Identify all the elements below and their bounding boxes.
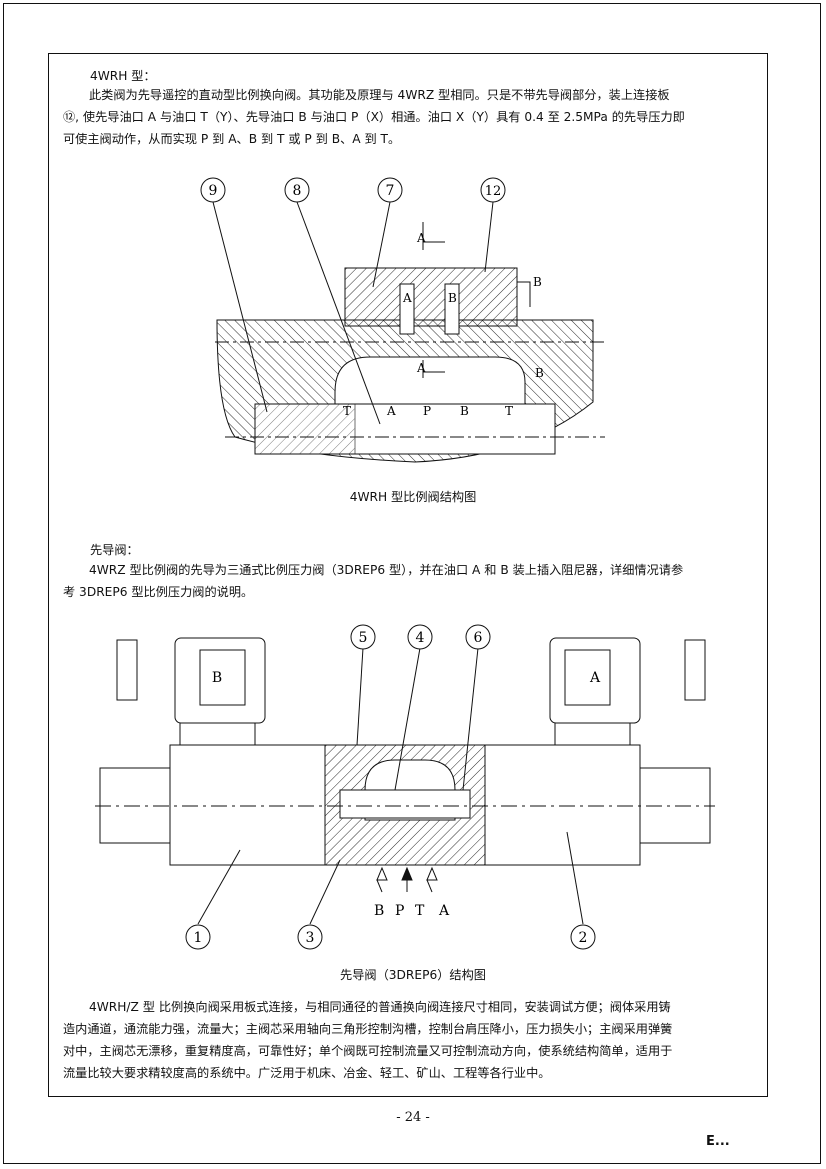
callout-5: 5 — [350, 624, 376, 650]
svg-text:3: 3 — [306, 930, 315, 946]
section-heading-pilot: 先导阀： — [90, 543, 139, 557]
callout-7: 7 — [377, 177, 403, 203]
callout-12: 12 — [480, 177, 506, 203]
svg-text:12: 12 — [485, 184, 502, 199]
port-label: T — [415, 903, 425, 919]
page-number: - 24 - — [396, 1110, 430, 1125]
paragraph-line: 此类阀为先导遥控的直动型比例换向阀。其功能及原理与 4WRZ 型相同。只是不带先… — [89, 88, 670, 102]
port-letter: A — [402, 291, 412, 305]
callout-9: 9 — [200, 177, 226, 203]
svg-text:6: 6 — [474, 630, 483, 646]
paragraph-pilot: 4WRZ 型比例阀的先导为三通式比例压力阀（3DREP6 型），并在油口 A 和… — [63, 559, 753, 603]
callout-8: 8 — [284, 177, 310, 203]
callout-4: 4 — [407, 624, 433, 650]
section-letter: B — [535, 366, 544, 380]
figure2-caption: 先导阀（3DREP6）结构图 — [340, 968, 486, 982]
svg-text:1: 1 — [194, 930, 203, 946]
callout-1: 1 — [185, 924, 211, 950]
paragraph-line: 4WRH/Z 型 比例换向阀采用板式连接，与相同通径的普通换向阀连接尺寸相同，安… — [89, 1000, 671, 1014]
paragraph-summary: 4WRH/Z 型 比例换向阀采用板式连接，与相同通径的普通换向阀连接尺寸相同，安… — [63, 996, 753, 1084]
svg-text:4: 4 — [416, 630, 425, 646]
content-border — [48, 53, 768, 1097]
section-letter: A — [416, 361, 426, 375]
paragraph-line: 对中，主阀芯无漂移，重复精度高，可靠性好；单个阀既可控制流量又可控制流动方向，使… — [63, 1044, 673, 1058]
port-label: P — [395, 903, 404, 919]
solenoid-letter: B — [212, 670, 222, 686]
channel-letter: P — [423, 404, 431, 418]
channel-letter: B — [460, 404, 469, 418]
channel-letter: A — [386, 404, 396, 418]
paragraph-line: 4WRZ 型比例阀的先导为三通式比例压力阀（3DREP6 型），并在油口 A 和… — [89, 563, 684, 577]
svg-text:8: 8 — [293, 183, 302, 199]
paragraph-line: 造内通道，通流能力强，流量大；主阀芯采用轴向三角形控制沟槽，控制台肩压降小，压力… — [63, 1022, 673, 1036]
callout-6: 6 — [465, 624, 491, 650]
paragraph-line: 可使主阀动作，从而实现 P 到 A、B 到 T 或 P 到 B、A 到 T。 — [63, 132, 401, 146]
port-letter: B — [448, 291, 457, 305]
svg-text:9: 9 — [209, 183, 218, 199]
paragraph-4wrh: 此类阀为先导遥控的直动型比例换向阀。其功能及原理与 4WRZ 型相同。只是不带先… — [63, 84, 753, 150]
callout-3: 3 — [297, 924, 323, 950]
paragraph-line: 考 3DREP6 型比例压力阀的说明。 — [63, 585, 254, 599]
channel-letter: T — [505, 404, 513, 418]
figure-pilot-diagram: 5 4 6 1 3 2 B A B P T A — [95, 624, 715, 950]
corner-mark: E... — [706, 1134, 730, 1149]
paragraph-line: 流量比较大要求精较度高的系统中。广泛用于机床、冶金、轻工、矿山、工程等各行业中。 — [63, 1066, 551, 1080]
port-label: B — [374, 903, 384, 919]
page-frame — [3, 3, 821, 1164]
solenoid-letter: A — [589, 670, 601, 686]
svg-text:2: 2 — [579, 930, 588, 946]
paragraph-line: ⑫, 使先导油口 A 与油口 T（Y）、先导油口 B 与油口 P（X）相通。油口… — [63, 110, 685, 124]
section-letter: A — [416, 231, 426, 245]
figure-4wrh-diagram: 9 8 7 12 A B A B A B T A P B T — [200, 177, 605, 463]
figure1-caption: 4WRH 型比例阀结构图 — [349, 490, 477, 504]
section-heading-4wrh: 4WRH 型： — [90, 69, 156, 83]
port-label: A — [438, 903, 450, 919]
callout-2: 2 — [570, 924, 596, 950]
channel-letter: T — [343, 404, 351, 418]
solenoid-right — [484, 744, 641, 866]
section-letter: B — [533, 275, 542, 289]
connection-plate — [344, 267, 518, 327]
svg-text:5: 5 — [359, 630, 368, 646]
solenoid-left — [169, 744, 326, 866]
svg-text:7: 7 — [386, 183, 395, 199]
